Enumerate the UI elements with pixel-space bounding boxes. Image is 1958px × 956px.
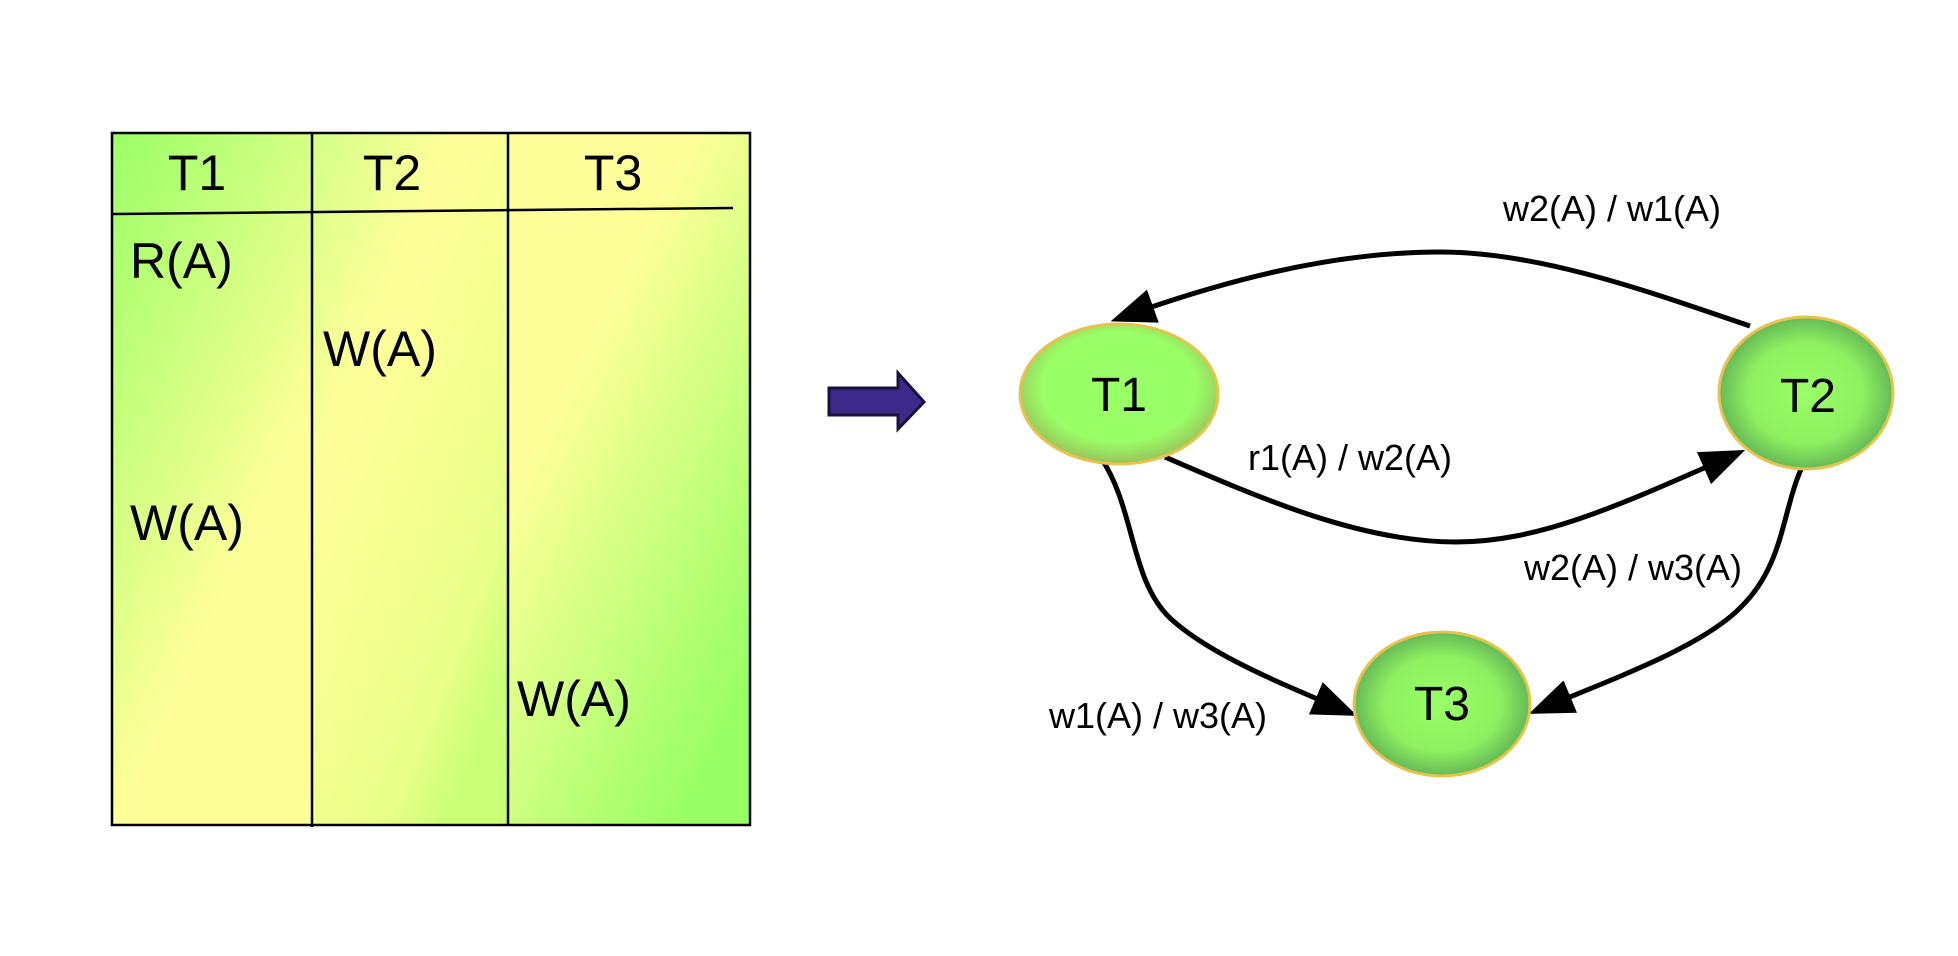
table-border xyxy=(110,131,752,827)
node-t3-label: T3 xyxy=(1414,678,1470,731)
edge-label-t2-t1: w2(A) / w1(A) xyxy=(1502,188,1721,229)
node-t1-label: T1 xyxy=(1091,369,1147,422)
table-op-r1: R(A) xyxy=(130,233,233,289)
table-header-t2: T2 xyxy=(363,145,421,201)
schedule-table: T1 T2 T3 R(A) W(A) W(A) W(A) xyxy=(110,131,752,827)
column-t1-bg xyxy=(112,133,312,825)
node-t2-label: T2 xyxy=(1780,370,1836,423)
node-t1-shape xyxy=(1018,322,1220,466)
edge-t1-t3 xyxy=(1098,456,1358,716)
table-header-t1: T1 xyxy=(168,145,226,201)
header-divider xyxy=(111,206,734,216)
table-op-w3: W(A) xyxy=(517,671,631,727)
table-op-w1: W(A) xyxy=(130,495,244,551)
column-t3-bg xyxy=(508,133,750,825)
graph-node-t3: T3 xyxy=(1352,630,1532,778)
node-t3-shape xyxy=(1352,630,1532,778)
edge-label-t2-t3: w2(A) / w3(A) xyxy=(1523,547,1742,588)
edge-label-t1-t3: w1(A) / w3(A) xyxy=(1048,695,1267,736)
graph-node-t2: T2 xyxy=(1717,315,1895,471)
edge-t1-t2 xyxy=(1164,449,1746,545)
edge-label-t1-t2: r1(A) / w2(A) xyxy=(1248,437,1452,478)
right-arrow-icon xyxy=(827,369,927,433)
graph-node-t1: T1 xyxy=(1018,322,1220,466)
table-header-t3: T3 xyxy=(584,145,642,201)
graph-edges xyxy=(1098,249,1815,716)
column-t2-bg xyxy=(312,133,508,825)
edge-t2-t1 xyxy=(1110,249,1751,329)
table-op-w2: W(A) xyxy=(323,321,437,377)
edge-t2-t3 xyxy=(1528,446,1815,714)
node-t2-shape xyxy=(1717,315,1895,471)
